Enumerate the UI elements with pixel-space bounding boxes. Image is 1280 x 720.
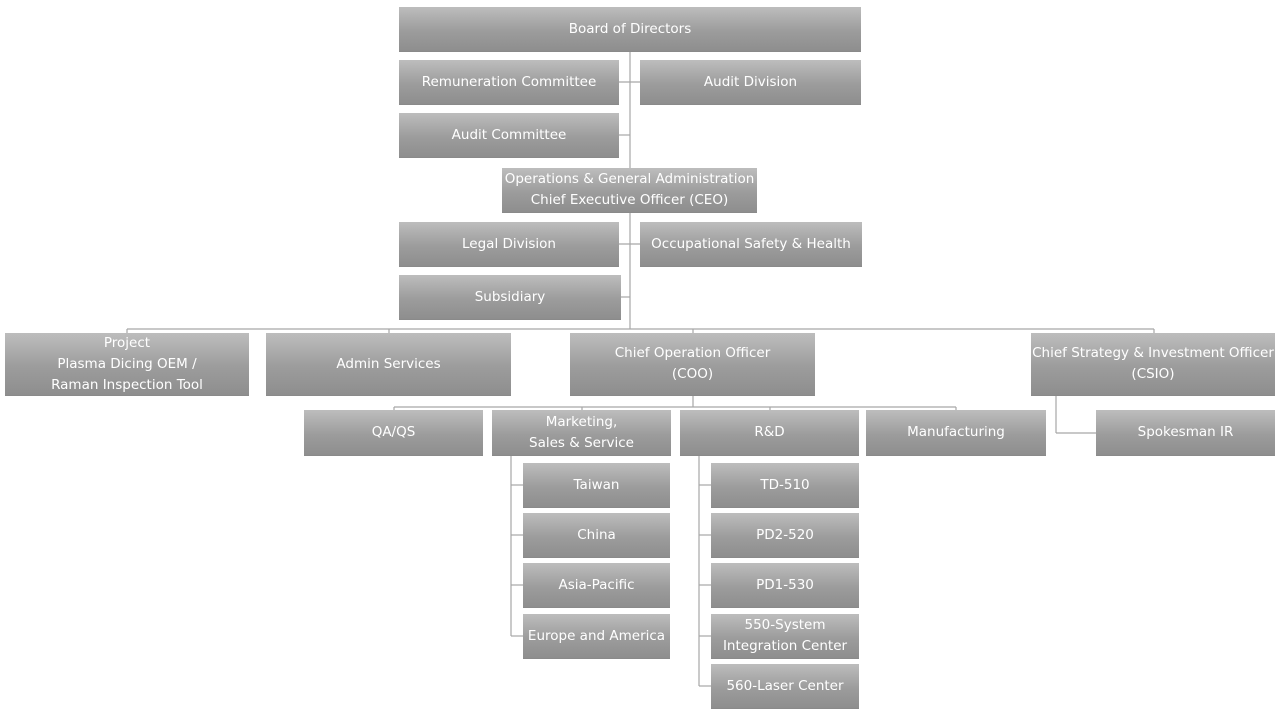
legal-division-box: Legal Division xyxy=(399,222,619,267)
ceo-box: Operations & General Administration Chie… xyxy=(502,168,757,213)
occupational-safety-health-box: Occupational Safety & Health xyxy=(640,222,862,267)
pd2-520-label: PD2-520 xyxy=(756,526,814,543)
admin-services-box: Admin Services xyxy=(266,333,511,396)
laser-center-label: 560-Laser Center xyxy=(726,677,844,694)
td-510-label: TD-510 xyxy=(760,476,810,493)
taiwan-label: Taiwan xyxy=(573,476,620,493)
system-integration-center-box: 550-System Integration Center xyxy=(711,614,859,659)
taiwan-box: Taiwan xyxy=(523,463,670,508)
coo-box: Chief Operation Officer (COO) xyxy=(570,333,815,396)
project-label: Project Plasma Dicing OEM / Raman Inspec… xyxy=(51,334,203,393)
qa-qs-label: QA/QS xyxy=(371,424,416,440)
ceo-label: Operations & General Administration Chie… xyxy=(504,171,755,208)
marketing-sales-service-box: Marketing, Sales & Service xyxy=(492,410,671,456)
remuneration-committee-label: Remuneration Committee xyxy=(421,73,597,90)
pd1-530-label: PD1-530 xyxy=(756,576,814,593)
europe-america-box: Europe and America xyxy=(523,614,670,659)
subsidiary-label: Subsidiary xyxy=(474,288,546,305)
china-box: China xyxy=(523,513,670,558)
td-510-box: TD-510 xyxy=(711,463,859,508)
china-label: China xyxy=(577,526,616,543)
project-box: Project Plasma Dicing OEM / Raman Inspec… xyxy=(5,333,249,396)
pd2-520-box: PD2-520 xyxy=(711,513,859,558)
spokesman-ir-box: Spokesman IR xyxy=(1096,410,1275,456)
laser-center-box: 560-Laser Center xyxy=(711,664,859,709)
system-integration-center-label: 550-System Integration Center xyxy=(722,617,848,654)
pd1-530-box: PD1-530 xyxy=(711,563,859,608)
audit-committee-label: Audit Committee xyxy=(451,126,567,143)
audit-committee-box: Audit Committee xyxy=(399,113,619,158)
manufacturing-label: Manufacturing xyxy=(907,424,1005,440)
csio-label: Chief Strategy & Investment Officer (CSI… xyxy=(1032,345,1274,382)
qa-qs-box: QA/QS xyxy=(304,410,483,456)
asia-pacific-label: Asia-Pacific xyxy=(558,576,635,593)
spokesman-ir-label: Spokesman IR xyxy=(1137,424,1234,440)
marketing-sales-service-label: Marketing, Sales & Service xyxy=(529,413,634,451)
rd-label: R&D xyxy=(754,424,785,440)
asia-pacific-box: Asia-Pacific xyxy=(523,563,670,608)
legal-division-label: Legal Division xyxy=(462,235,556,252)
audit-division-label: Audit Division xyxy=(703,73,798,90)
remuneration-committee-box: Remuneration Committee xyxy=(399,60,619,105)
csio-box: Chief Strategy & Investment Officer (CSI… xyxy=(1031,333,1275,396)
subsidiary-box: Subsidiary xyxy=(399,275,621,320)
audit-division-box: Audit Division xyxy=(640,60,861,105)
manufacturing-box: Manufacturing xyxy=(866,410,1046,456)
europe-america-label: Europe and America xyxy=(527,627,666,644)
board-of-directors-label: Board of Directors xyxy=(568,20,692,37)
rd-box: R&D xyxy=(680,410,859,456)
occupational-safety-health-label: Occupational Safety & Health xyxy=(651,235,851,252)
coo-label: Chief Operation Officer (COO) xyxy=(614,345,771,382)
board-of-directors-box: Board of Directors xyxy=(399,7,861,52)
admin-services-label: Admin Services xyxy=(336,355,441,372)
